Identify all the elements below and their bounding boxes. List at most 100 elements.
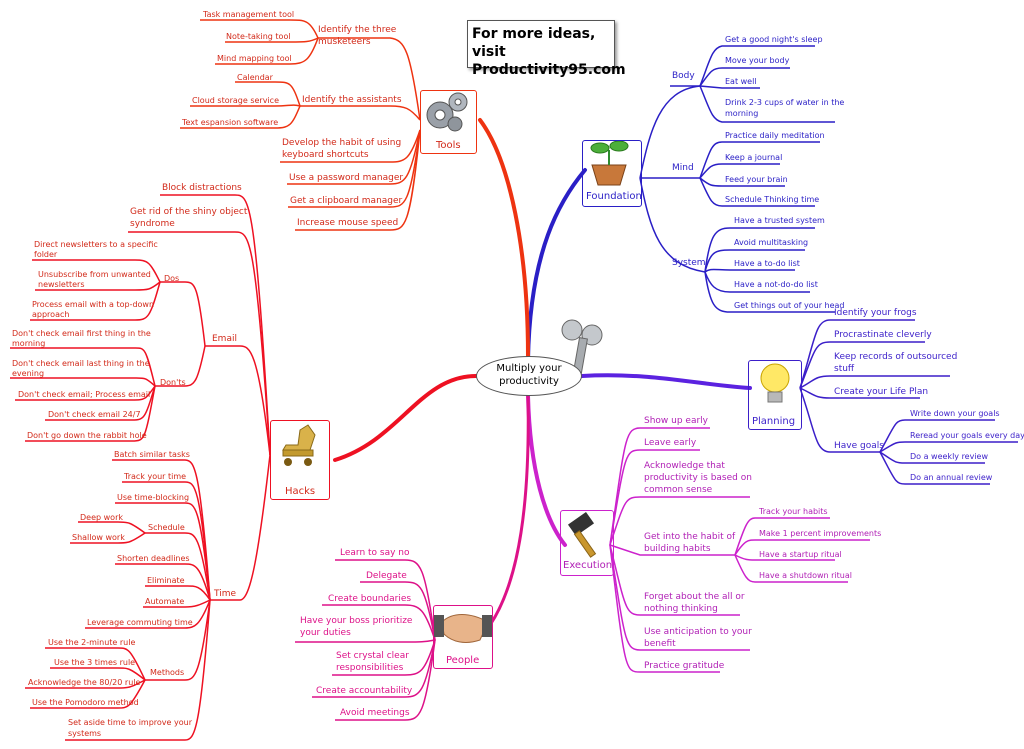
- time-item[interactable]: Track your time: [124, 472, 187, 481]
- people-item[interactable]: responsibilities: [336, 663, 404, 673]
- execution-item[interactable]: Forget about the all or: [644, 592, 745, 602]
- people-hub[interactable]: [433, 605, 493, 669]
- time-item[interactable]: Use time-blocking: [117, 493, 190, 502]
- habits-item[interactable]: Have a startup ritual: [759, 550, 842, 559]
- musketeers-item[interactable]: Task management tool: [203, 10, 295, 19]
- execution-item[interactable]: Acknowledge that: [644, 461, 725, 471]
- system-item[interactable]: Have a not-do-do list: [734, 280, 818, 289]
- time-item[interactable]: Automate: [145, 597, 185, 606]
- musketeers-item[interactable]: Note-taking tool: [226, 32, 291, 41]
- habits-label[interactable]: building habits: [644, 544, 711, 554]
- hacks-item[interactable]: Get rid of the shiny object: [130, 207, 248, 217]
- dos-item[interactable]: newsletters: [38, 280, 85, 289]
- dos-label[interactable]: Dos: [164, 274, 180, 283]
- execution-item[interactable]: Leave early: [644, 438, 697, 448]
- people-item[interactable]: your duties: [300, 628, 351, 638]
- time-item[interactable]: Shorten deadlines: [117, 554, 190, 563]
- time-item[interactable]: Batch similar tasks: [114, 450, 190, 459]
- execution-item[interactable]: Use anticipation to your: [644, 627, 752, 637]
- hacks-item[interactable]: syndrome: [130, 219, 175, 229]
- mind-item[interactable]: Keep a journal: [725, 153, 783, 162]
- methods-label[interactable]: Methods: [150, 668, 185, 677]
- methods-item[interactable]: Acknowledge the 80/20 rule: [28, 678, 141, 687]
- dos-item[interactable]: folder: [34, 250, 58, 259]
- people-item[interactable]: Avoid meetings: [340, 708, 410, 718]
- assistants-label[interactable]: Identify the assistants: [302, 95, 402, 105]
- execution-item[interactable]: Practice gratitude: [644, 661, 725, 671]
- dos-item[interactable]: approach: [32, 310, 70, 319]
- planning-item[interactable]: stuff: [834, 364, 855, 374]
- musketeers-label[interactable]: Identify the three: [318, 25, 397, 35]
- system-item[interactable]: Avoid multitasking: [734, 238, 809, 247]
- dos-item[interactable]: Unsubscribe from unwanted: [38, 270, 151, 279]
- methods-item[interactable]: Use the 3 times rule: [54, 658, 136, 667]
- body-item[interactable]: Get a good night's sleep: [725, 35, 823, 44]
- people-item[interactable]: Set crystal clear: [336, 651, 409, 661]
- tools-hub[interactable]: [420, 90, 477, 154]
- assistants-item[interactable]: Cloud storage service: [192, 96, 279, 105]
- planning-item[interactable]: Identify your frogs: [834, 308, 917, 318]
- hacks-hub[interactable]: [270, 420, 330, 500]
- donts-item[interactable]: Don't check email first thing in the: [12, 329, 151, 338]
- time-item[interactable]: Eliminate: [147, 576, 185, 585]
- people-item[interactable]: Learn to say no: [340, 548, 410, 558]
- system-item[interactable]: Have a to-do list: [734, 259, 800, 268]
- body-item[interactable]: Drink 2-3 cups of water in the: [725, 98, 845, 107]
- system-label[interactable]: System: [672, 258, 706, 268]
- methods-item[interactable]: Use the 2-minute rule: [48, 638, 136, 647]
- methods-item[interactable]: Use the Pomodoro method: [32, 698, 139, 707]
- email-label[interactable]: Email: [212, 334, 237, 344]
- have-goals-label[interactable]: Have goals: [834, 441, 884, 451]
- donts-item[interactable]: Don't check email last thing in the: [12, 359, 150, 368]
- goals-item[interactable]: Reread your goals every day: [910, 431, 1024, 440]
- donts-item[interactable]: Don't check email 24/7: [48, 410, 141, 419]
- schedule-item[interactable]: Deep work: [80, 513, 123, 522]
- time-item[interactable]: systems: [68, 729, 102, 738]
- body-label[interactable]: Body: [672, 71, 695, 81]
- donts-label[interactable]: Don'ts: [160, 378, 186, 387]
- body-item[interactable]: Eat well: [725, 77, 757, 86]
- goals-item[interactable]: Write down your goals: [910, 409, 1000, 418]
- assistants-item[interactable]: Text espansion software: [182, 118, 279, 127]
- goals-item[interactable]: Do an annual review: [910, 473, 993, 482]
- donts-item[interactable]: evening: [12, 369, 45, 378]
- planning-hub[interactable]: [748, 360, 802, 430]
- execution-item[interactable]: benefit: [644, 639, 676, 649]
- body-item[interactable]: morning: [725, 109, 759, 118]
- donts-item[interactable]: Don't check email; Process email: [18, 390, 151, 399]
- tools-item[interactable]: Increase mouse speed: [297, 218, 399, 228]
- execution-item[interactable]: nothing thinking: [644, 604, 718, 614]
- donts-item[interactable]: Don't go down the rabbit hole: [27, 431, 147, 440]
- execution-hub[interactable]: [560, 510, 614, 576]
- goals-item[interactable]: Do a weekly review: [910, 452, 989, 461]
- donts-item[interactable]: morning: [12, 339, 46, 348]
- habits-item[interactable]: Make 1 percent improvements: [759, 529, 882, 538]
- tools-item[interactable]: Use a password manager: [289, 173, 404, 183]
- people-item[interactable]: Create accountability: [316, 686, 413, 696]
- time-item[interactable]: Leverage commuting time: [87, 618, 193, 627]
- habits-item[interactable]: Have a shutdown ritual: [759, 571, 852, 580]
- system-item[interactable]: Have a trusted system: [734, 216, 825, 225]
- dos-item[interactable]: Process email with a top-down: [32, 300, 155, 309]
- execution-item[interactable]: productivity is based on: [644, 473, 752, 483]
- assistants-item[interactable]: Calendar: [237, 73, 273, 82]
- dos-item[interactable]: Direct newsletters to a specific: [34, 240, 158, 249]
- tools-item[interactable]: keyboard shortcuts: [282, 150, 369, 160]
- mind-item[interactable]: Feed your brain: [725, 175, 788, 184]
- execution-item[interactable]: common sense: [644, 485, 713, 495]
- planning-item[interactable]: Keep records of outsourced: [834, 352, 958, 362]
- habits-label[interactable]: Get into the habit of: [644, 532, 736, 542]
- schedule-item[interactable]: Shallow work: [72, 533, 125, 542]
- mind-item[interactable]: Practice daily meditation: [725, 131, 825, 140]
- time-label[interactable]: Time: [214, 589, 237, 599]
- tools-item[interactable]: Develop the habit of using: [282, 138, 402, 148]
- musketeers-label[interactable]: musketeers: [318, 37, 371, 47]
- system-item[interactable]: Get things out of your head: [734, 301, 845, 310]
- execution-item[interactable]: Show up early: [644, 416, 709, 426]
- habits-item[interactable]: Track your habits: [759, 507, 828, 516]
- planning-item[interactable]: Procrastinate cleverly: [834, 330, 932, 340]
- people-item[interactable]: Delegate: [366, 571, 407, 581]
- time-item[interactable]: Set aside time to improve your: [68, 718, 192, 727]
- people-item[interactable]: Have your boss prioritize: [300, 616, 413, 626]
- schedule-label[interactable]: Schedule: [148, 523, 185, 532]
